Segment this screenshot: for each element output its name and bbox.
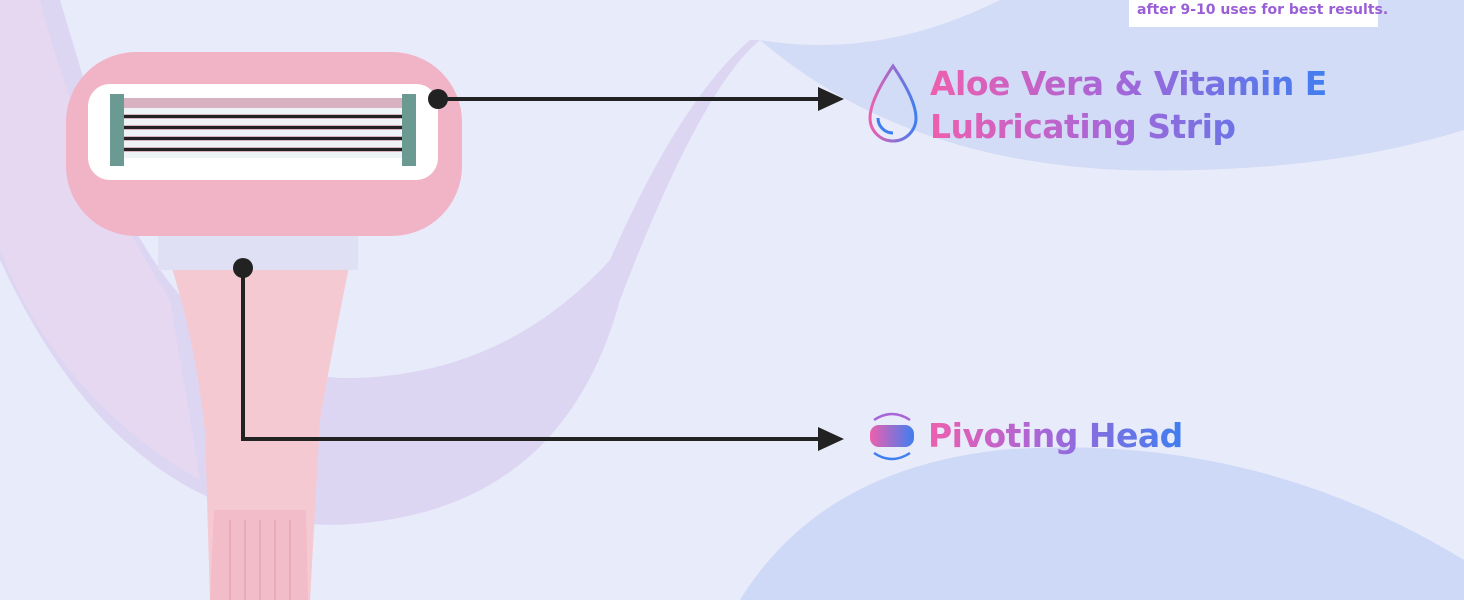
pivot-rotate-icon <box>870 412 914 461</box>
feature-title-line2: Lubricating Strip <box>930 107 1236 146</box>
usage-note: after 9-10 uses for best results. <box>1129 0 1388 27</box>
background-blob-top <box>760 0 1464 171</box>
feature-title-line1: Aloe Vera & Vitamin E <box>930 64 1327 103</box>
feature-lubricating-strip: Aloe Vera & Vitamin E Lubricating Strip <box>930 62 1330 148</box>
background-blob-bottom <box>740 447 1464 600</box>
callout-arrow-lubricating-strip <box>428 87 844 111</box>
water-drop-icon <box>868 63 918 143</box>
background-swoosh <box>0 0 760 525</box>
razor-image <box>66 52 462 600</box>
callout-arrow-pivoting-head <box>233 258 844 451</box>
background-swoosh-pink <box>0 0 200 480</box>
feature-pivoting-head: Pivoting Head <box>928 416 1183 455</box>
